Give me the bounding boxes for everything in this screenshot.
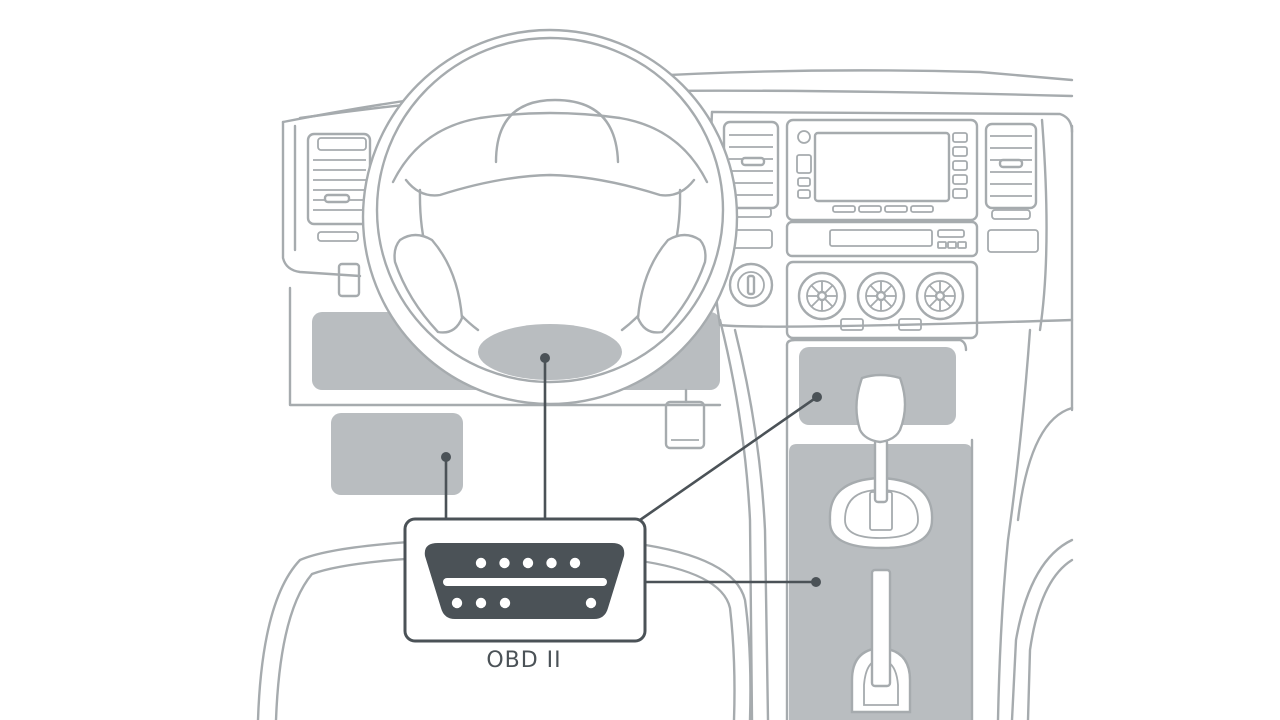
obd-pins — [443, 557, 607, 609]
obd-pin — [499, 597, 511, 609]
left-switch — [337, 262, 361, 298]
obd-pin — [522, 557, 534, 569]
obd-pin — [475, 557, 487, 569]
obd-pin-bar — [443, 578, 607, 586]
ignition-switch — [728, 262, 774, 308]
obd-pin — [499, 557, 510, 569]
obd-label: OBD II — [486, 648, 562, 673]
obd-pin — [569, 557, 581, 569]
parking-brake — [850, 568, 912, 714]
center-console — [785, 338, 974, 720]
brake-pedal — [664, 388, 706, 450]
steering-wheel — [361, 28, 739, 406]
leader-lines — [441, 353, 822, 587]
obd-connector-callout — [403, 517, 647, 643]
zone-kick-panel-left — [331, 413, 463, 495]
climate-panel — [785, 260, 979, 340]
zone-steering-column — [478, 324, 622, 380]
obd-pin — [475, 597, 487, 609]
left-air-vent — [306, 132, 372, 242]
right-air-vent — [984, 122, 1039, 253]
obd-pin — [585, 597, 597, 609]
obd-pin — [451, 597, 463, 609]
obd-pin — [546, 557, 557, 569]
head-unit — [785, 118, 979, 258]
gear-shifter — [828, 373, 934, 550]
